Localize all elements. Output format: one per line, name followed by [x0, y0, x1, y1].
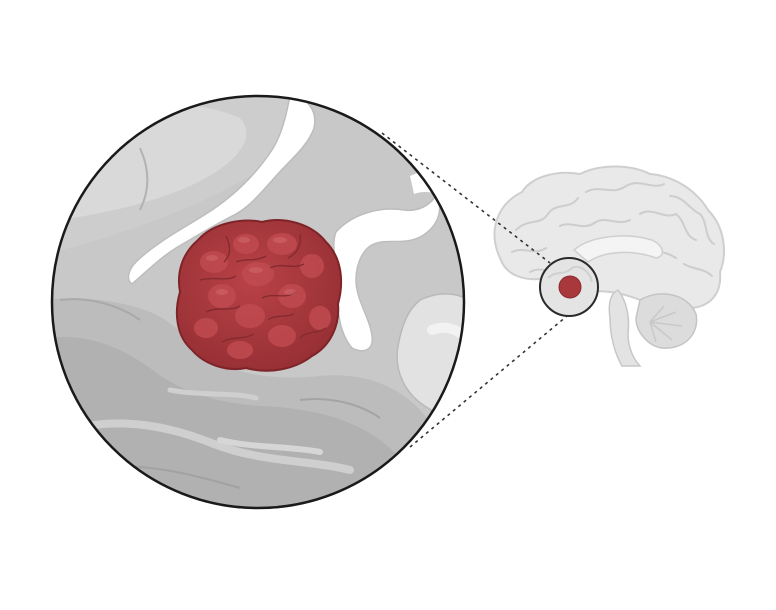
- magnified-circle-outline: [50, 94, 466, 510]
- small-tumor-dot: [558, 275, 582, 299]
- tumor-blob: [175, 219, 343, 372]
- tissue-right-lobe: [396, 293, 464, 473]
- small-zoom-circle: [539, 257, 599, 317]
- white-space-right: [333, 194, 441, 352]
- tumor-highlights: [206, 237, 296, 295]
- sagittal-brain-icon: [493, 165, 725, 367]
- tumor-lobules: [194, 233, 331, 359]
- white-space-upper: [127, 96, 316, 285]
- brainstem: [608, 289, 642, 367]
- callout-connector-lines: [381, 132, 568, 448]
- tumor-body: [175, 219, 343, 372]
- corpus-callosum: [572, 235, 664, 263]
- cerebellum: [635, 293, 698, 349]
- magnified-circle: [50, 94, 466, 510]
